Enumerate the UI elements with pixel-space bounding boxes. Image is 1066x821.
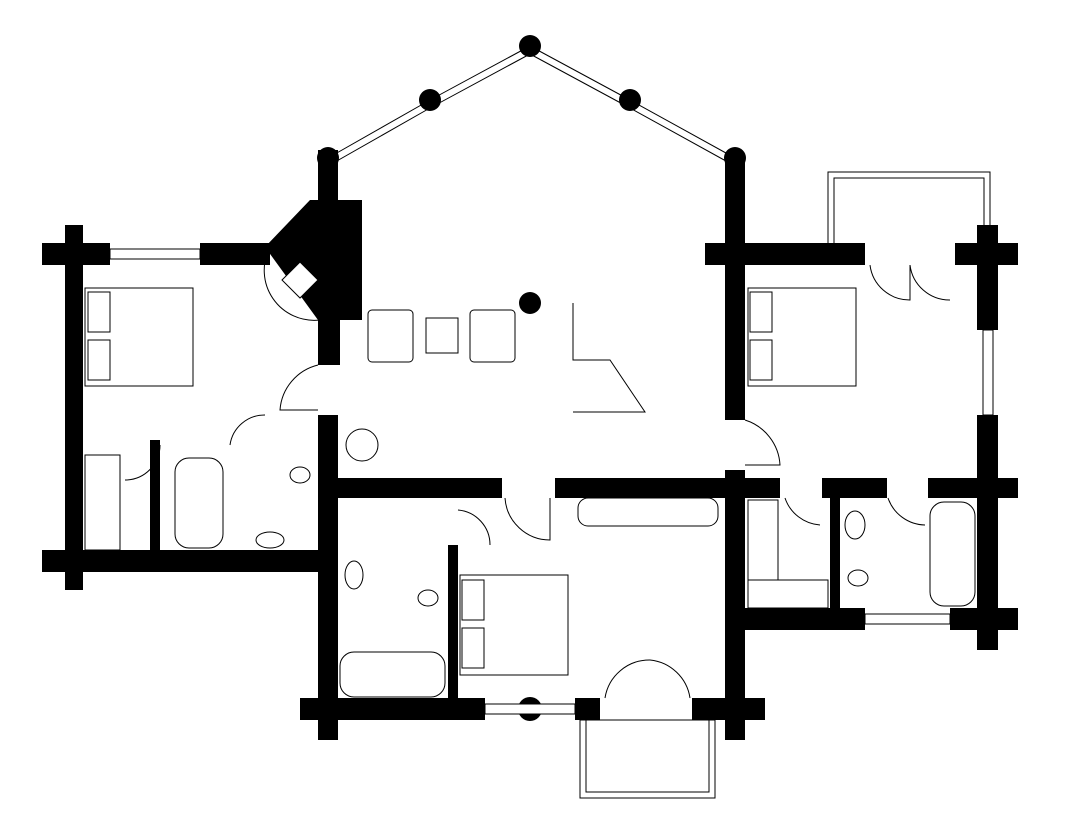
walls <box>42 150 1018 740</box>
balconies <box>579 171 991 799</box>
doors <box>124 246 951 699</box>
windows <box>109 248 994 715</box>
gable-bay-window <box>317 35 746 169</box>
furniture <box>84 287 976 698</box>
